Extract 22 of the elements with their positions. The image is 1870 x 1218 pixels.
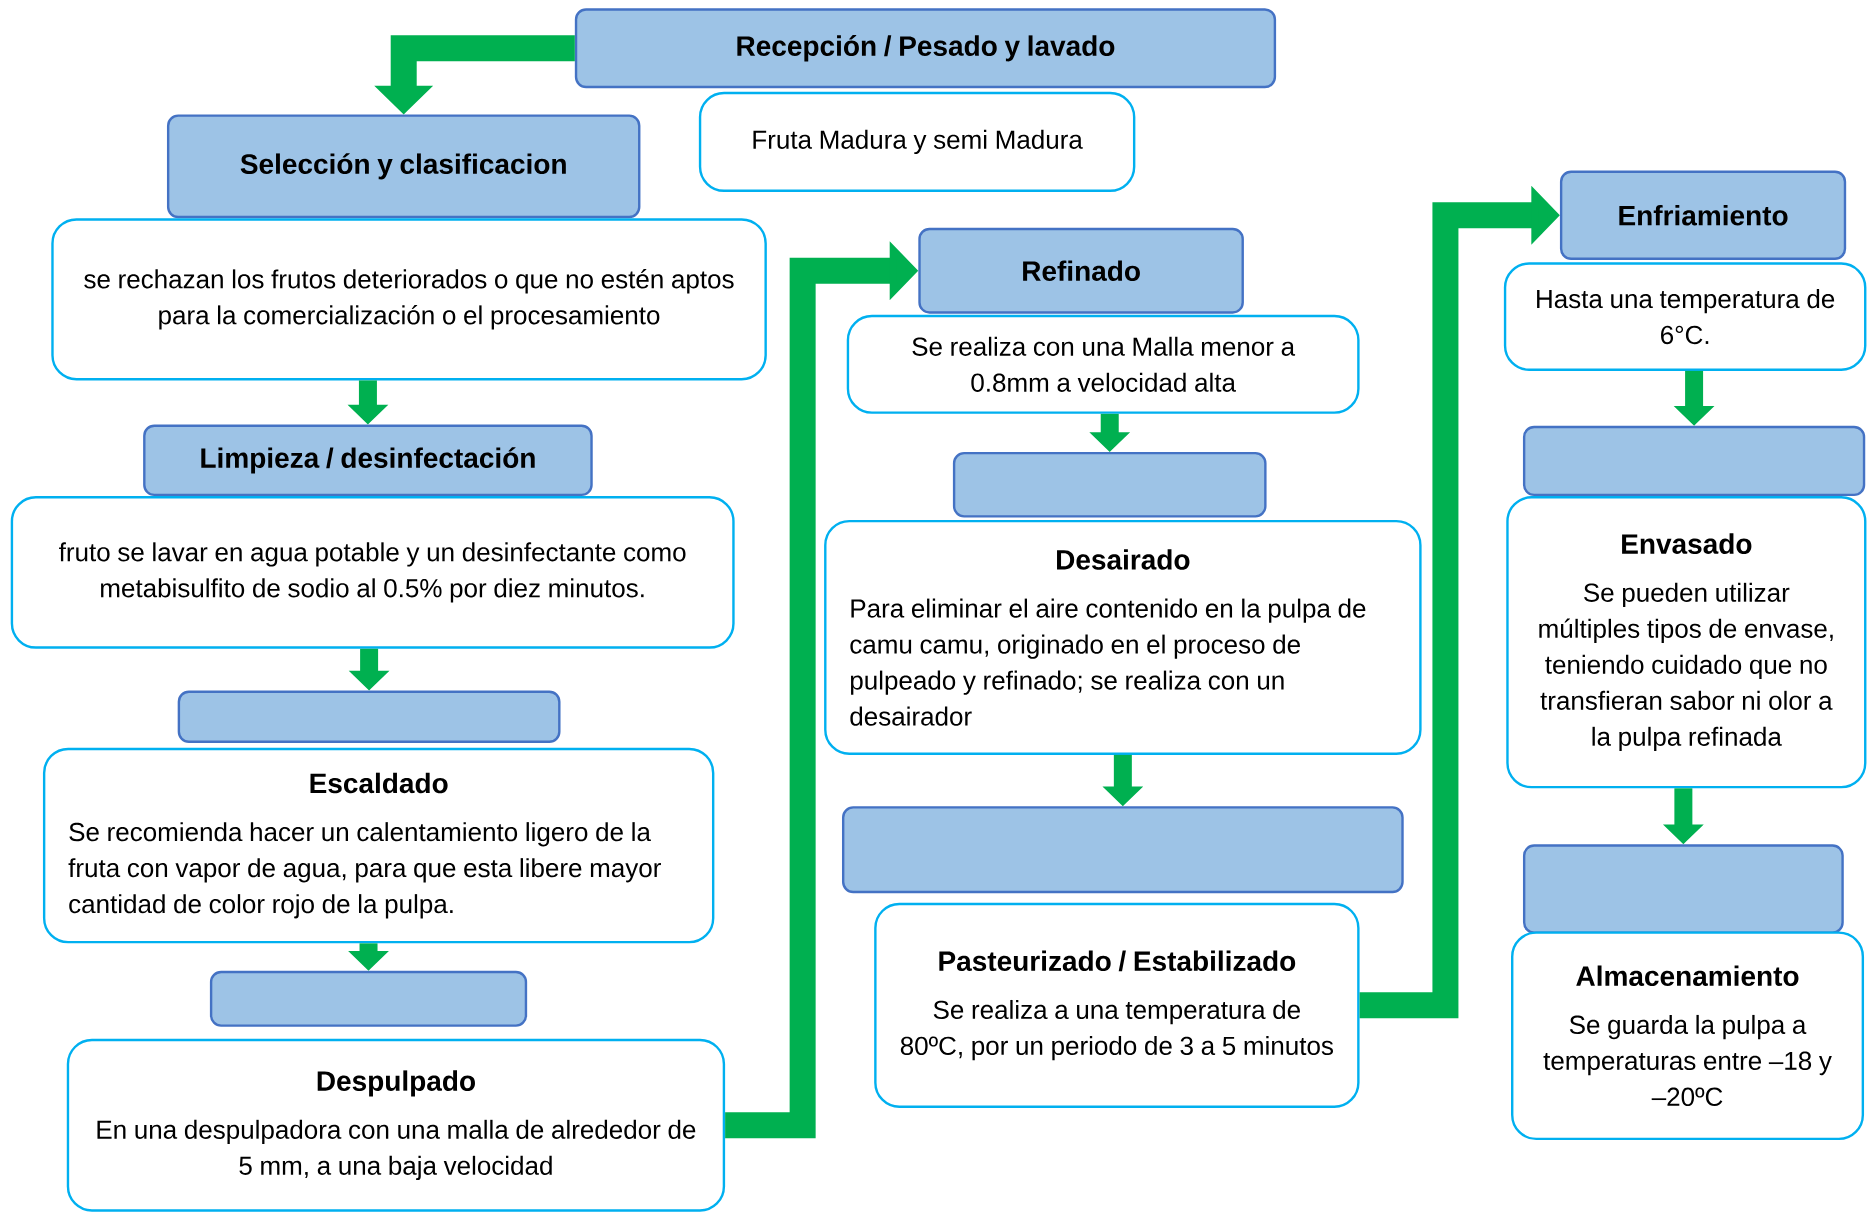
step-box: Enfriamiento xyxy=(1559,170,1847,261)
description-box: Almacenamiento Se guarda la pulpa a temperaturas entre –18 y –20ºC xyxy=(1511,931,1865,1141)
description-box: Escaldado Se recomienda hacer un calentamiento ligero de la fruta con vapor de agua, para que esta libere mayor cantidad de color rojo de la pulpa. xyxy=(42,747,715,944)
step-box xyxy=(209,970,528,1027)
description-box: Pasteurizado / Estabilizado Se realiza a una temperatura de 80ºC, por un periodo de 3 a 5 minutos xyxy=(874,902,1360,1109)
description-box: Envasado Se pueden utilizar múltiples tipos de envase, teniendo cuidado que no transfieran sabor ni olor a la pulpa refinada xyxy=(1506,496,1867,789)
step-box xyxy=(842,806,1404,894)
step-box: Recepción / Pesado y lavado xyxy=(574,8,1277,89)
description-box: Desairado Para eliminar el aire contenido en la pulpa de camu camu, originado en el proceso de pulpeado y refinado; se realiza con un desairador xyxy=(824,520,1422,756)
step-box xyxy=(952,452,1267,518)
step-box: Selección y clasificacion xyxy=(166,114,641,219)
description-box: Fruta Madura y semi Madura xyxy=(698,92,1136,193)
step-box xyxy=(1522,425,1866,497)
description-box: se rechazan los frutos deteriorados o que no estén aptos para la comercialización o el procesamiento xyxy=(51,218,767,381)
step-box xyxy=(177,690,561,744)
description-box: fruto se lavar en agua potable y un desinfectante como metabisulfito de sodio al 0.5% por diez minutos. xyxy=(10,496,735,649)
description-box: Se realiza con una Malla menor a 0.8mm a velocidad alta xyxy=(846,315,1360,414)
step-box xyxy=(1522,844,1844,934)
step-box: Limpieza / desinfectación xyxy=(143,424,593,497)
step-box: Refinado xyxy=(918,227,1244,314)
description-box: Despulpado En una despulpadora con una malla de alrededor de 5 mm, a una baja velocidad xyxy=(66,1038,726,1212)
description-box: Hasta una temperatura de 6°C. xyxy=(1503,262,1867,372)
